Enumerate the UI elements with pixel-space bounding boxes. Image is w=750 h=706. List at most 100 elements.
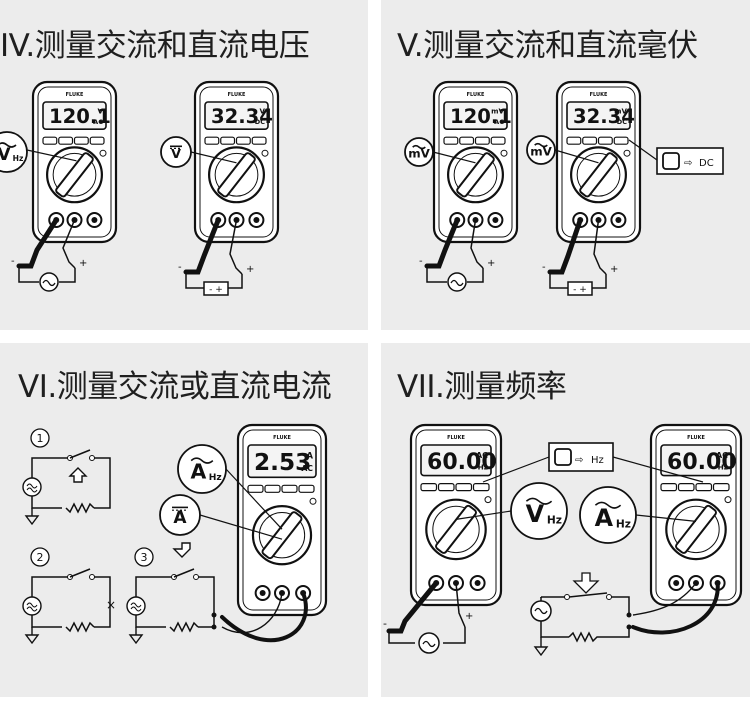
lcd-reading: 60.00 (427, 450, 497, 475)
black-probe-lead (424, 217, 460, 269)
brand-label: FLUKE (273, 435, 291, 441)
meter-led (724, 496, 732, 504)
panel-title: VII.测量频率 (397, 369, 567, 405)
meter-button (474, 136, 490, 145)
rotary-dial-inner (453, 152, 498, 197)
switch-blade (568, 592, 608, 598)
lcd-reading: 2.53 (254, 449, 311, 476)
meter-led (623, 149, 631, 157)
brand-label: FLUKE (66, 92, 84, 98)
ac-source-wave (130, 602, 142, 612)
dc-source-label: - + (209, 285, 223, 295)
rotary-dial-inner (52, 152, 97, 197)
lcd-display (247, 444, 317, 479)
circuit-wire (590, 274, 607, 289)
step-badge (134, 547, 154, 567)
dial-knob (261, 511, 303, 560)
rotary-dial-inner (672, 505, 720, 554)
meter-bezel (655, 429, 737, 601)
ac-source-wave (26, 483, 38, 493)
callout-pointer (482, 456, 550, 483)
function-sub: Hz (547, 514, 562, 527)
lcd-unit-bottom: AC (93, 118, 103, 126)
meter-button (490, 136, 506, 145)
lcd-unit-top: AC (476, 451, 488, 460)
meter-button (247, 484, 264, 493)
switch-blade (69, 568, 91, 578)
meter-bezel (561, 86, 636, 238)
plus-label: + (487, 258, 495, 269)
dc-source (203, 281, 229, 296)
meter-button (472, 483, 490, 492)
black-probe-lead (183, 217, 221, 275)
switch-contact (193, 574, 199, 580)
function-callout (0, 131, 28, 173)
lcd-unit-bottom: AC (494, 118, 504, 126)
lcd-display (420, 444, 492, 477)
brand-label: FLUKE (590, 92, 608, 98)
circuit-wire (59, 268, 76, 283)
step-badge (30, 547, 50, 567)
break-point (626, 612, 632, 618)
circuit-wire (549, 272, 570, 289)
minus-label: - (419, 256, 423, 267)
red-probe-lead (62, 219, 76, 269)
red-probe-lead (470, 219, 484, 269)
meter-button (597, 136, 613, 145)
minus-label: - (11, 256, 15, 267)
red-probe-lead (632, 582, 697, 616)
meter-bezel (37, 86, 112, 238)
close-arrow-icon (172, 542, 191, 558)
meter-bezel (415, 429, 497, 601)
select-button-icon (662, 152, 680, 170)
function-symbol: V (526, 500, 545, 528)
lcd-unit-bottom: DC (255, 118, 265, 126)
circuit-wire (426, 266, 447, 283)
meter-bezel (199, 86, 274, 238)
callout-pointer (455, 510, 512, 520)
input-jack-center (615, 217, 622, 223)
meter-button (437, 483, 455, 492)
switch-contact (606, 594, 612, 600)
input-jack-center (259, 590, 266, 596)
ac-source-wave (422, 640, 436, 648)
circuit-wire (18, 266, 39, 283)
ac-tilde-icon (412, 144, 426, 150)
ground-symbol (533, 637, 549, 657)
circuit-wire (388, 627, 466, 644)
ac-source-wave (26, 602, 38, 612)
function-symbol: mV (408, 147, 430, 161)
rotary-dial-inner (258, 512, 306, 559)
resistor (568, 627, 630, 643)
lcd-reading: 60.00 (667, 450, 737, 475)
resistor (169, 621, 199, 633)
meter-button (582, 136, 598, 145)
panel-title: VI.测量交流或直流电流 (18, 369, 332, 405)
circuit-wire (226, 274, 243, 289)
rotary-dial-inner (576, 152, 621, 197)
red-probe-lead (229, 219, 243, 275)
break-point (626, 624, 632, 630)
resistor (65, 621, 95, 633)
meter-button (298, 484, 315, 493)
circuit-wire (31, 496, 62, 509)
lcd-display (204, 101, 269, 131)
meter-bezel (242, 429, 322, 611)
panel-title: IV.测量交流和直流电压 (0, 28, 310, 64)
ground-symbol (24, 508, 40, 526)
dc-source-label: - + (573, 285, 587, 295)
ac-tilde-icon (534, 142, 548, 148)
arrow-icon: ⇨ (575, 455, 583, 466)
break-point (211, 612, 217, 618)
meter-button (443, 136, 459, 145)
meter-button (204, 136, 220, 145)
lcd-unit-top: V (98, 106, 104, 115)
black-probe-lead (386, 580, 439, 634)
circuit-wire (185, 272, 206, 289)
